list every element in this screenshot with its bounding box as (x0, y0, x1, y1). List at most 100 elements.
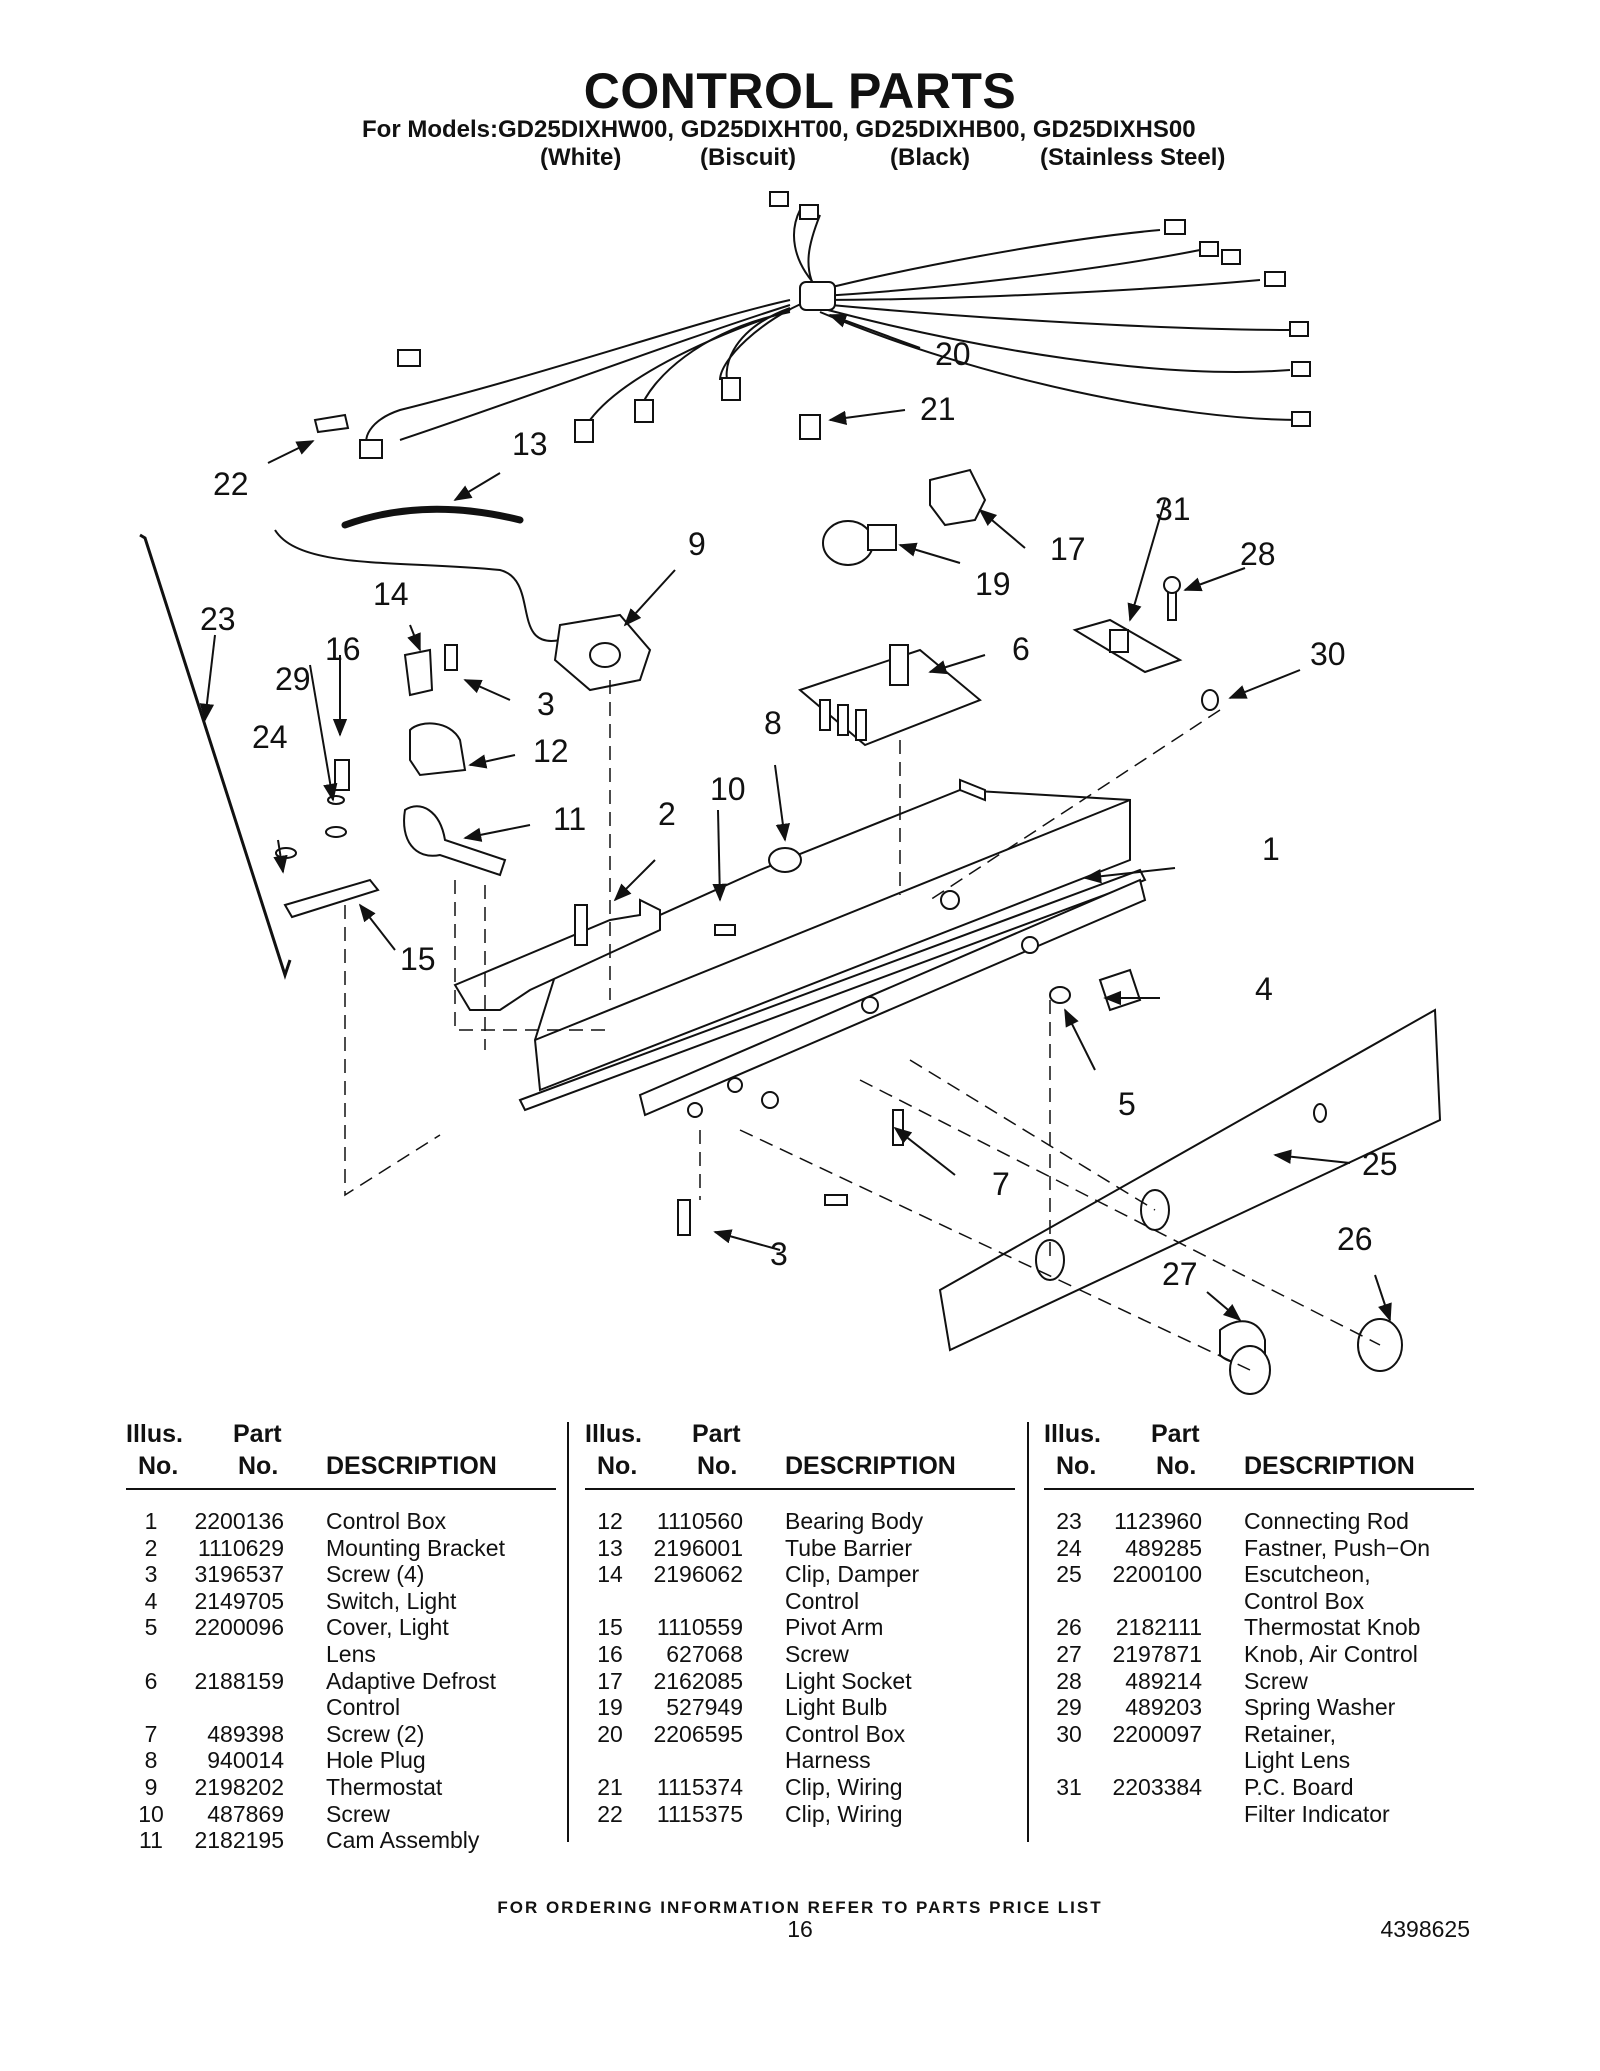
description: Fastner, Push−On (1244, 1534, 1431, 1561)
part-6-defrost-board (797, 644, 982, 747)
description: Escutcheon, (1244, 1561, 1371, 1588)
callout-13: 13 (512, 426, 548, 462)
description: Screw (2) (326, 1720, 425, 1747)
description: Cam Assembly (326, 1827, 480, 1854)
color-black: (Black) (890, 144, 971, 171)
part-no: 3196537 (194, 1561, 284, 1588)
table-row: Control (585, 1588, 1015, 1615)
description: Harness (785, 1747, 871, 1774)
models-list: GD25DIXHW00, GD25DIXHT00, GD25DIXHB00, G… (498, 116, 1196, 143)
part-no: 1115375 (656, 1800, 743, 1827)
part-no: 1110560 (656, 1508, 743, 1534)
parts-26-27-knobs (1219, 1318, 1403, 1395)
description: Mounting Bracket (326, 1534, 505, 1561)
wire-harness (365, 209, 1301, 451)
callout-24: 24 (252, 719, 288, 755)
callout-11: 11 (553, 801, 586, 837)
part-no: 2203384 (1112, 1773, 1202, 1800)
callout-26: 26 (1337, 1221, 1373, 1257)
part-no: 2198202 (194, 1773, 284, 1800)
part-8-10 (714, 847, 802, 936)
part-no: 2200136 (194, 1508, 284, 1534)
ordering-note: FOR ORDERING INFORMATION REFER TO PARTS … (497, 1898, 1103, 1917)
description: Clip, Wiring (785, 1800, 903, 1827)
illus-no: 8 (144, 1747, 158, 1774)
part-no: 2182111 (1115, 1614, 1202, 1641)
callout-16: 16 (325, 631, 361, 667)
illus-no: 19 (597, 1694, 623, 1721)
illus-no: 30 (1056, 1720, 1082, 1747)
callout-4: 4 (1255, 971, 1273, 1007)
illus-no: 29 (1056, 1694, 1082, 1721)
callout-14: 14 (373, 576, 409, 612)
callout-23: 23 (200, 601, 236, 637)
callout-3a: 3 (537, 686, 555, 722)
callout-27: 27 (1162, 1256, 1198, 1292)
illus-no: 21 (597, 1773, 623, 1800)
part-1-control-box (518, 778, 1147, 1118)
illus-no: 22 (597, 1800, 623, 1827)
description: Filter Indicator (1244, 1800, 1390, 1827)
part-no: 527949 (666, 1694, 743, 1721)
illus-no: 23 (1056, 1508, 1082, 1534)
description: Screw (4) (326, 1561, 425, 1588)
callout-1: 1 (1262, 831, 1280, 867)
callout-15: 15 (400, 941, 436, 977)
callout-17: 17 (1050, 531, 1086, 567)
description: P.C. Board (1244, 1773, 1354, 1800)
callout-30: 30 (1310, 636, 1346, 672)
part-no: 489285 (1125, 1534, 1202, 1561)
description: Spring Washer (1244, 1694, 1396, 1721)
part-no: 489203 (1125, 1694, 1202, 1721)
callout-12: 12 (533, 733, 569, 769)
part-no: 2196062 (653, 1561, 743, 1588)
part-23-connecting-rod (139, 533, 292, 980)
callout-21: 21 (920, 391, 956, 427)
column-header: Illus. No. Part No. DESCRIPTION (126, 1420, 556, 1490)
part-no: 2200097 (1112, 1720, 1202, 1747)
part-2-mounting-bracket (453, 898, 661, 1011)
part-no: 2149705 (194, 1587, 284, 1614)
table-row: 29 489203 Spring Washer (1044, 1694, 1474, 1721)
description: Switch, Light (326, 1587, 457, 1614)
part-17-19-light (822, 468, 987, 566)
illus-no: 5 (144, 1614, 158, 1641)
callout-2: 2 (658, 796, 676, 832)
illus-no: 27 (1056, 1640, 1082, 1667)
description: Screw (326, 1800, 390, 1827)
part-no: 2206595 (653, 1720, 743, 1747)
description: Light Bulb (785, 1694, 888, 1721)
part-no: 1123960 (1114, 1508, 1202, 1534)
illus-no: 2 (144, 1534, 158, 1561)
illus-no: 14 (597, 1561, 623, 1588)
table-row: Light Lens (1044, 1747, 1474, 1774)
table-row: 22 1115375 Clip, Wiring (585, 1801, 1015, 1828)
harness-connectors (359, 191, 1311, 459)
callout-10: 10 (710, 771, 746, 807)
illus-no: 1 (144, 1508, 158, 1534)
description: Control Box (1244, 1587, 1365, 1614)
table-row: Control (126, 1694, 556, 1721)
illus-no: 6 (144, 1667, 158, 1694)
description: Control (326, 1694, 401, 1721)
column-divider (567, 1422, 569, 1842)
callout-labels: 1 2 3 3 4 5 6 7 8 9 10 11 12 13 14 15 16… (200, 336, 1398, 1292)
illus-no: 9 (144, 1773, 158, 1800)
description: Screw (1244, 1667, 1308, 1694)
page-number: 16 (787, 1916, 813, 1942)
